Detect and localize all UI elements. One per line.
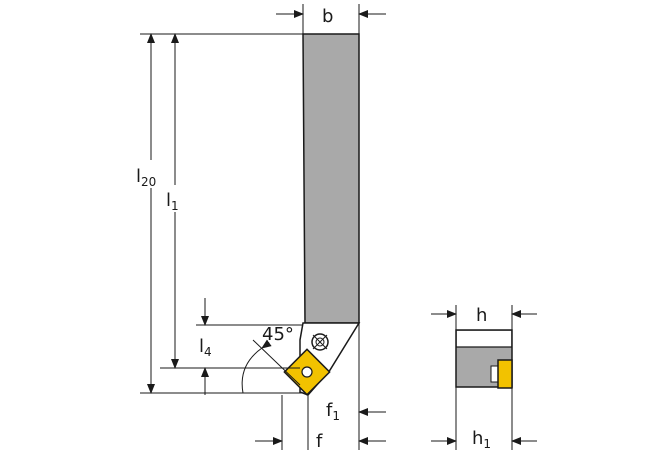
insert xyxy=(283,348,331,396)
label-l1: l1 xyxy=(166,190,179,213)
angle-arc xyxy=(241,339,272,394)
extension-lines xyxy=(140,4,360,450)
label-l20: l20 xyxy=(136,166,156,189)
label-angle: 45° xyxy=(262,324,294,345)
label-h: h xyxy=(476,305,487,326)
clamp-screw-icon xyxy=(311,333,329,351)
label-h1: h1 xyxy=(472,428,491,451)
label-f1: f1 xyxy=(326,400,340,423)
label-f: f xyxy=(316,431,323,452)
end-view-insert xyxy=(490,359,513,389)
tool-shank xyxy=(302,33,360,324)
label-b: b xyxy=(322,6,333,27)
label-l4: l4 xyxy=(199,336,212,359)
